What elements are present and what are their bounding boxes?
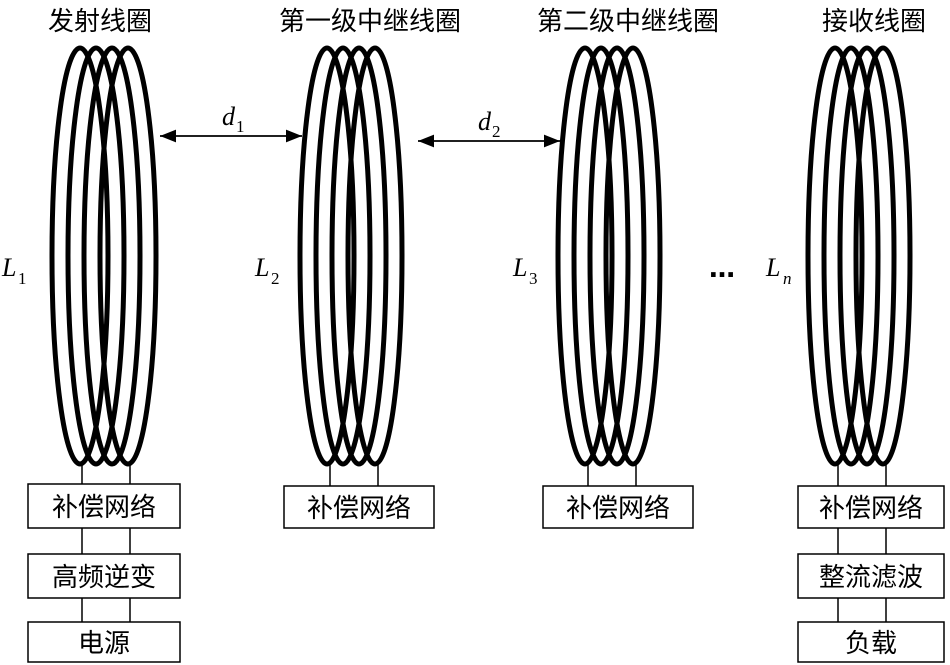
compensation-network-box <box>542 485 694 529</box>
ellipsis: … <box>709 254 735 284</box>
coil-icon <box>555 45 663 467</box>
box-label: 高频逆变 <box>52 563 156 593</box>
coil-icon <box>297 45 405 467</box>
stage-receiver: 接收线圈 L n 补偿网络 整流滤波 负载 <box>765 7 945 663</box>
svg-text:2: 2 <box>271 269 280 288</box>
stage-title: 第二级中继线圈 <box>537 7 719 37</box>
distance-d2: d 2 <box>418 107 560 148</box>
power-source-box <box>27 621 181 663</box>
svg-text:L: L <box>512 253 527 282</box>
stage-title: 发射线圈 <box>48 7 152 37</box>
svg-text:L: L <box>1 253 16 282</box>
svg-text:n: n <box>783 269 792 288</box>
stage-title: 第一级中继线圈 <box>279 7 461 37</box>
stage-title: 接收线圈 <box>822 7 926 37</box>
stage-relay-2: 第二级中继线圈 L 3 补偿网络 <box>512 7 719 529</box>
compensation-network-box <box>283 485 435 529</box>
stage-relay-1: 第一级中继线圈 L 2 补偿网络 <box>254 7 461 529</box>
load-box <box>797 621 945 663</box>
box-label: 整流滤波 <box>819 563 923 593</box>
svg-text:2: 2 <box>492 122 501 141</box>
box-label: 补偿网络 <box>566 494 670 524</box>
stage-transmitter: 发射线圈 L 1 补偿网络 高频逆变 电源 <box>1 7 181 663</box>
compensation-network-box <box>27 483 181 529</box>
svg-text:1: 1 <box>18 269 27 288</box>
coil-icon <box>49 45 159 467</box>
box-label: 补偿网络 <box>819 494 923 524</box>
box-label: 补偿网络 <box>52 493 156 523</box>
svg-text:d: d <box>478 107 492 136</box>
inductor-label: L 2 <box>254 253 280 288</box>
compensation-network-box <box>797 485 945 529</box>
rectifier-filter-box <box>797 553 945 599</box>
svg-text:1: 1 <box>236 117 245 136</box>
inductor-label: L 3 <box>512 253 538 288</box>
inductor-label: L 1 <box>1 253 27 288</box>
box-label: 补偿网络 <box>307 494 411 524</box>
svg-text:L: L <box>765 253 780 282</box>
box-label: 负载 <box>845 629 897 659</box>
inductor-label: L n <box>765 253 792 288</box>
svg-text:3: 3 <box>529 269 538 288</box>
box-label: 电源 <box>78 629 130 659</box>
inverter-box <box>27 553 181 599</box>
svg-text:L: L <box>254 253 269 282</box>
svg-text:d: d <box>222 102 236 131</box>
coil-icon <box>805 45 913 467</box>
distance-d1: d 1 <box>160 102 302 143</box>
